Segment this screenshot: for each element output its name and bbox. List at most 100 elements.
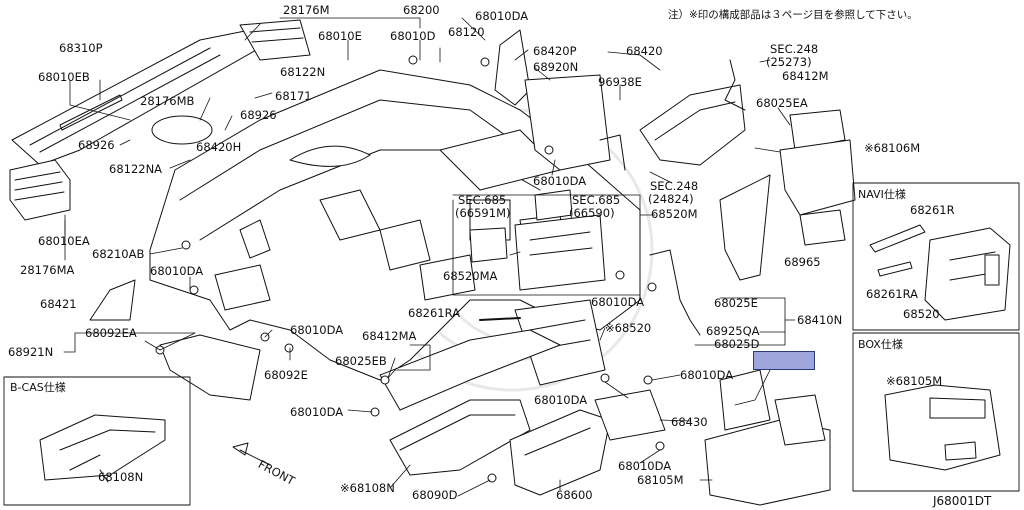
label-68412M: 68412M: [782, 69, 829, 83]
label-68010DA-f: 68010DA: [534, 393, 588, 407]
label-68092E: 68092E: [264, 368, 308, 382]
label-68200: 68200: [403, 3, 440, 17]
meter-hood: [639, 84, 746, 166]
label-68010DA-h: 68010DA: [618, 459, 672, 473]
label-68920N: 68920N: [533, 60, 579, 74]
bcas-panel-parts: [39, 414, 166, 483]
trim-68420p: [494, 29, 531, 106]
oval-vent: [151, 115, 213, 145]
label-68520-navi: 68520: [903, 307, 940, 321]
label-68412MA: 68412MA: [362, 329, 417, 343]
label-68010DA-top: 68010DA: [475, 9, 529, 23]
box-68430: [594, 389, 666, 441]
label-68420H: 68420H: [196, 140, 242, 154]
note-text: 注）※印の構成部品は３ページ目を参照して下さい。: [668, 9, 918, 21]
label-68520M: 68520M: [651, 207, 698, 221]
label-68921N: 68921N: [8, 345, 54, 359]
box-panel-parts: [884, 384, 1001, 471]
label-sec685b-sub: (66590): [569, 206, 615, 220]
leader-lines: [63, 17, 796, 497]
label-68261RA-navi: 68261RA: [866, 287, 918, 301]
label-68520MA: 68520MA: [443, 269, 498, 283]
dash-top-pad: [11, 29, 266, 166]
diagram-code: J68001DT: [933, 494, 992, 508]
label-28176MB: 28176MB: [140, 94, 195, 108]
navi-panel-parts: [869, 224, 1011, 321]
label-68122N: 68122N: [280, 65, 326, 79]
label-68261R: 68261R: [910, 203, 955, 217]
label-sec685a-sub: (66591M): [455, 206, 511, 220]
box-panel-title: BOX仕様: [858, 338, 903, 351]
clip-68922: [599, 134, 626, 171]
tall-trim: [719, 174, 771, 281]
label-68120: 68120: [448, 25, 485, 39]
label-68105M: 68105M: [637, 473, 684, 487]
navi-panel-frame: [852, 182, 1020, 331]
label-68010DA-g: 68010DA: [290, 405, 344, 419]
label-68010EB: 68010EB: [38, 70, 90, 84]
label-68010EA: 68010EA: [38, 234, 90, 248]
center-cluster: [469, 189, 606, 291]
label-68421: 68421: [40, 297, 77, 311]
label-68010DA-mid: 68010DA: [533, 174, 587, 188]
label-68926-a: 68926: [78, 138, 115, 152]
label-68025EA: 68025EA: [756, 96, 808, 110]
label-68106M: ※68106M: [864, 141, 921, 155]
label-68410N: 68410N: [797, 313, 843, 327]
label-68010DA-e: 68010DA: [680, 368, 734, 382]
knee-panel: [159, 334, 261, 401]
pocket-68965: [799, 209, 846, 246]
label-sec248b: SEC.248: [650, 179, 699, 193]
label-68010E-top: 68010E: [318, 29, 362, 43]
label-68090D: 68090D: [412, 488, 458, 502]
trim-68412m: [789, 109, 846, 151]
label-28176MA: 28176MA: [20, 263, 75, 277]
label-68108N-b: ※68108N: [340, 481, 395, 495]
label-68965: 68965: [784, 255, 821, 269]
label-68210AB: 68210AB: [92, 247, 145, 261]
label-68925QA: 68925QA: [706, 324, 760, 338]
label-68122NA: 68122NA: [109, 162, 163, 176]
side-panel-68106m: [779, 139, 856, 216]
label-sec685a: SEC.685: [458, 193, 507, 207]
label-68926-b: 68926: [240, 108, 277, 122]
highlighted-part-marker: [753, 351, 815, 370]
label-68092EA: 68092EA: [85, 326, 137, 340]
label-68420P: 68420P: [533, 44, 577, 58]
label-68108N-a: 68108N: [98, 470, 144, 484]
label-68025D: 68025D: [714, 337, 760, 351]
front-arrow: [232, 442, 271, 466]
label-68105M-box: ※68105M: [886, 374, 943, 388]
label-68600: 68600: [556, 488, 593, 502]
glovebox: [389, 399, 611, 496]
lower-right-panel: [704, 369, 831, 506]
lower-pad: [379, 329, 561, 411]
navi-panel-title: NAVI仕様: [858, 188, 906, 201]
label-68025EB: 68025EB: [335, 354, 387, 368]
box-panel-frame: [852, 332, 1020, 492]
label-sec248a: SEC.248: [770, 42, 819, 56]
upper-vent: [239, 19, 311, 61]
label-68430: 68430: [671, 415, 708, 429]
cable-68261ra: [479, 317, 521, 321]
bcas-panel-frame: [3, 376, 191, 506]
bcas-panel-title: B-CAS仕様: [10, 381, 66, 394]
label-68310P: 68310P: [59, 41, 103, 55]
label-28176M: 28176M: [283, 3, 330, 17]
label-68520-main: ※68520: [605, 321, 652, 335]
label-68010DA-d: 68010DA: [290, 323, 344, 337]
label-sec248b-sub: (24824): [648, 192, 694, 206]
bracket-68920n: [524, 74, 611, 171]
label-68010DA-c: 68010DA: [591, 295, 645, 309]
label-sec248a-sub: (25273): [766, 55, 812, 69]
label-sec685b: SEC.685: [572, 193, 621, 207]
label-68010D: 68010D: [390, 29, 436, 43]
label-96938E: 96938E: [598, 75, 642, 89]
label-68010DA-left: 68010DA: [150, 264, 204, 278]
left-vent: [9, 159, 71, 221]
label-68025E: 68025E: [714, 296, 758, 310]
bracket-68025e: [649, 249, 701, 336]
wire-harness: [724, 59, 746, 111]
